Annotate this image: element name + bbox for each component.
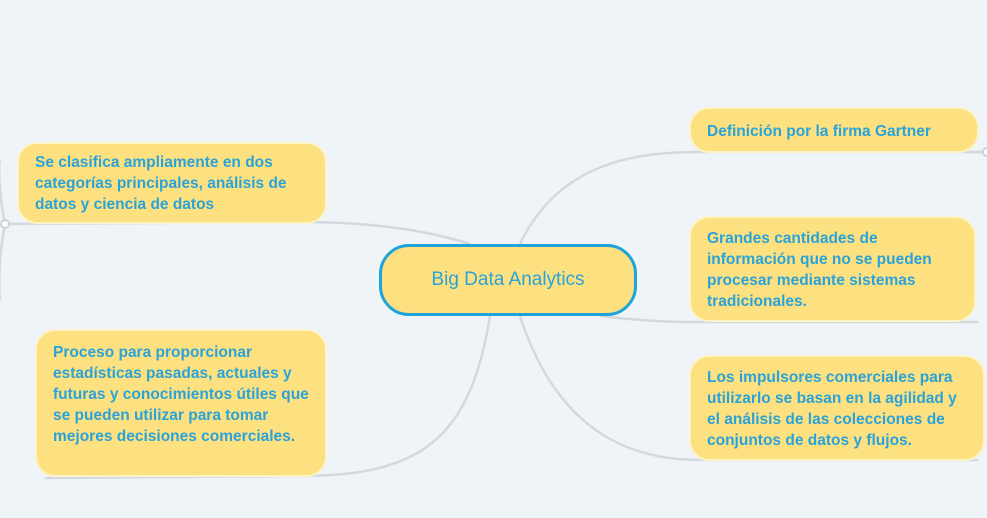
collapse-handle-right[interactable]	[982, 147, 987, 157]
node-right-drivers[interactable]: Los impulsores comerciales para utilizar…	[689, 355, 985, 461]
central-topic-node[interactable]: Big Data Analytics	[379, 244, 637, 316]
node-left-process[interactable]: Proceso para proporcionar estadísticas p…	[35, 329, 327, 477]
connector-right-middle	[599, 314, 978, 324]
connector-left-branch	[0, 160, 7, 300]
node-right-drivers-text: Los impulsores comerciales para utilizar…	[707, 369, 957, 449]
central-topic-label: Big Data Analytics	[431, 269, 585, 290]
connector-left-bottom	[44, 315, 492, 480]
node-left-categories[interactable]: Se clasifica ampliamente en dos categorí…	[17, 142, 327, 224]
collapse-handle-left[interactable]	[0, 219, 10, 229]
node-left-process-text: Proceso para proporcionar estadísticas p…	[53, 344, 309, 445]
node-right-gartner[interactable]: Definición por la firma Gartner	[689, 107, 979, 153]
node-left-categories-text: Se clasifica ampliamente en dos categorí…	[35, 154, 287, 213]
node-right-volumes[interactable]: Grandes cantidades de información que no…	[689, 216, 976, 322]
connector-right-top	[518, 150, 982, 245]
node-right-volumes-text: Grandes cantidades de información que no…	[707, 230, 932, 310]
node-right-gartner-text: Definición por la firma Gartner	[707, 123, 931, 140]
connector-left-top	[9, 220, 471, 246]
connector-right-bottom	[518, 315, 978, 462]
